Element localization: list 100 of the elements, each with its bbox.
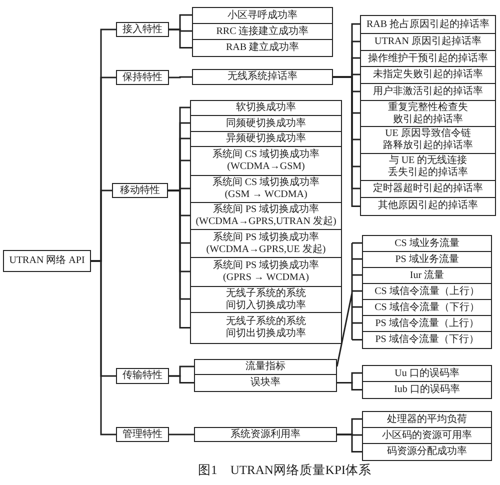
connector-line [169, 434, 194, 436]
metric-box [360, 33, 496, 50]
metric-label: Iur 流量 [410, 270, 444, 282]
metric-label: RAB 建立成功率 [226, 42, 300, 54]
metric-label: 误块率 [250, 376, 280, 389]
metric-box [190, 202, 342, 229]
metric-box [362, 411, 492, 427]
connector-line [169, 375, 194, 384]
metric-label: 无线子系统的系统间切出切换成功率 [225, 316, 307, 340]
metric-label: 同频硬切换成功率 [226, 118, 306, 130]
metric-box [194, 427, 337, 442]
metric-label: 定时器超时引起的掉话率 [373, 183, 483, 195]
connector-line [91, 260, 116, 436]
category-label: 传输特性 [122, 370, 162, 382]
metric-label: CS 域信令流量（下行） [374, 302, 480, 314]
metric-label: 未指定失败引起的掉话率 [373, 69, 483, 81]
metric-box [360, 15, 496, 33]
metric-box [362, 443, 492, 460]
connector-line [169, 76, 192, 78]
metric-label: Uu 口的误码率 [394, 368, 460, 380]
metric-box [190, 286, 342, 312]
metric-box [362, 331, 492, 348]
metric-box [362, 381, 492, 398]
metric-box [360, 197, 496, 216]
category-box [116, 70, 169, 85]
metric-box [360, 126, 496, 153]
metric-label: 与 UE 的无线连接丢失引起的掉话率 [387, 155, 469, 179]
metric-box [194, 359, 337, 374]
metric-label: 操作维护干预引起的掉话率 [368, 52, 488, 64]
metric-box [194, 374, 337, 392]
metric-box [362, 365, 492, 381]
connector-line [337, 382, 362, 390]
metric-label: 处理器的平均负荷 [387, 414, 467, 426]
metric-box [192, 7, 333, 23]
category-box [116, 427, 169, 442]
metric-label: RRC 连接建立成功率 [216, 26, 309, 38]
metric-box [190, 146, 342, 175]
root-box [3, 250, 91, 272]
metric-box [360, 153, 496, 180]
connector-line [352, 274, 362, 276]
metric-label: 小区码的资源可用率 [382, 430, 472, 442]
metric-label: CS 域业务流量 [394, 238, 460, 250]
metric-label: 重复完整性检查失败引起的掉话率 [387, 102, 469, 126]
metric-box [362, 315, 492, 331]
category-box [116, 22, 169, 37]
category-label: 移动特性 [120, 184, 160, 196]
metric-label: 小区寻呼成功率 [228, 10, 298, 22]
connector-line [352, 339, 362, 340]
metric-label: UE 原因导致信令链路释放引起的掉话率 [382, 128, 474, 152]
metric-label: 系统间 PS 域切换成功率(WCDMA→GPRS,UE 发起) [205, 232, 327, 256]
metric-label: CS 域信令流量（上行） [374, 286, 480, 298]
category-box [112, 183, 168, 198]
metric-label: 系统间 CS 域切换成功率(GSM → WCDMA) [211, 177, 321, 201]
metric-box [190, 115, 342, 131]
metric-box [190, 257, 342, 286]
metric-box [360, 100, 496, 126]
metric-label: 其他原因引起的掉话率 [378, 200, 478, 212]
category-box [116, 368, 169, 384]
metric-label: PS 域业务流量 [395, 254, 459, 266]
metric-box [192, 69, 333, 85]
metric-label: 无线系统掉话率 [228, 71, 298, 83]
connector-line [352, 258, 362, 260]
root-label: UTRAN 网络 API [9, 255, 85, 267]
metric-box [360, 180, 496, 197]
connector-line [352, 242, 362, 244]
metric-label: 无线子系统的系统间切入切换成功率 [225, 288, 307, 312]
connector-line [336, 242, 353, 368]
category-label: 接入特性 [122, 24, 162, 36]
metric-label: 用户非激活引起的掉话率 [373, 86, 483, 98]
metric-box [362, 235, 492, 251]
metric-label: Iub 口的误码率 [394, 384, 460, 396]
metric-box [362, 251, 492, 267]
metric-label: PS 域信令流量（上行） [375, 318, 479, 330]
metric-label: 系统间 PS 域切换成功率(WCDMA→GPRS,UTRAN 发起) [194, 204, 338, 228]
metric-label: 流量指标 [246, 361, 286, 373]
metric-box [190, 229, 342, 257]
connector-line [337, 434, 362, 452]
connector-line [169, 28, 192, 48]
connector-line [352, 322, 362, 324]
metric-box [192, 39, 333, 56]
connector-line [352, 306, 362, 308]
category-label: 保持特性 [122, 72, 162, 84]
metric-label: 系统间 CS 域切换成功率(WCDMA→GSM) [211, 149, 321, 173]
metric-label: RAB 抢占原因引起的掉话率 [366, 18, 490, 30]
metric-label: 系统间 PS 域切换成功率(GPRS → WCDMA) [212, 260, 320, 284]
metric-box [362, 427, 492, 443]
metric-box [190, 131, 342, 146]
metric-label: 系统资源利用率 [230, 428, 300, 440]
metric-label: PS 域信令流量（下行） [375, 334, 479, 346]
connector-line [168, 190, 190, 328]
figure-caption: 图1 UTRAN网络质量KPI体系 [198, 463, 372, 478]
metric-box [362, 299, 492, 315]
connector-line [352, 290, 362, 292]
metric-box [362, 283, 492, 299]
metric-box [190, 175, 342, 202]
metric-label: 软切换成功率 [236, 102, 296, 114]
metric-box [190, 100, 342, 115]
metric-box [360, 66, 496, 83]
metric-label: 码资源分配成功率 [387, 446, 467, 458]
metric-label: 异频硬切换成功率 [226, 133, 306, 145]
